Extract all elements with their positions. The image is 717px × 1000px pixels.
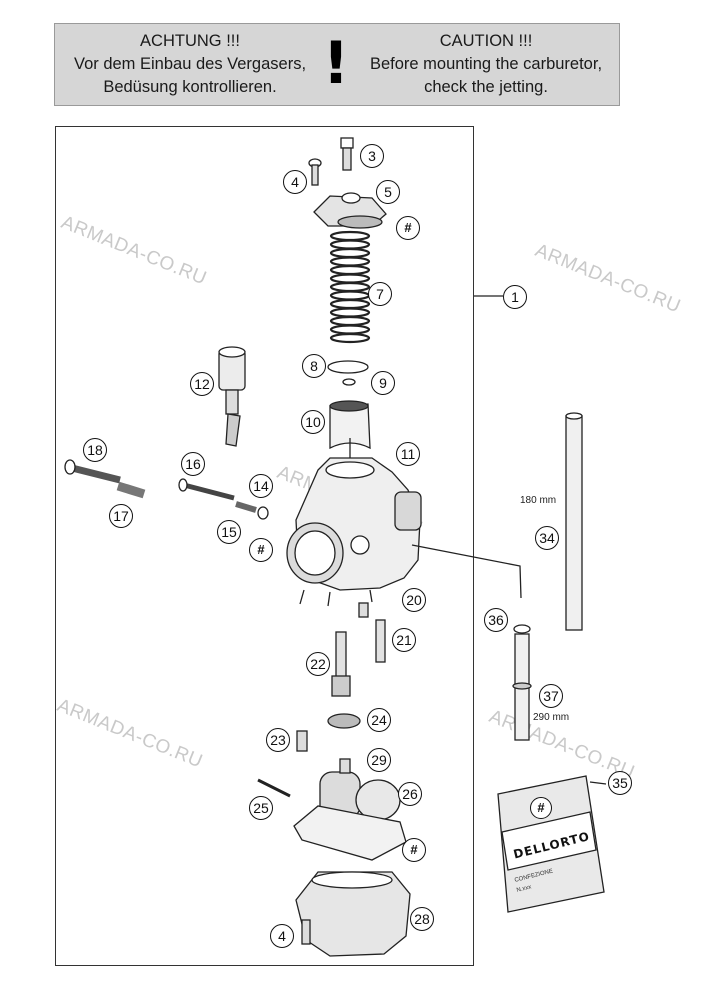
bag-label-part bbox=[501, 811, 597, 871]
hose-connector-line bbox=[411, 544, 522, 599]
warning-english-line2: check the jetting. bbox=[424, 78, 548, 96]
warning-english-title: CAUTION !!! bbox=[439, 32, 533, 50]
callout-15: 15 bbox=[217, 520, 241, 544]
carburetor-body-part bbox=[286, 457, 422, 607]
spring-coil bbox=[329, 247, 371, 259]
warning-banner: ACHTUNG !!! Vor dem Einbau des Vergasers… bbox=[54, 23, 620, 106]
callout-hash: # bbox=[396, 216, 420, 240]
throttle-slide-part bbox=[329, 400, 371, 450]
callout-35: 35 bbox=[608, 771, 632, 795]
callout-5: 5 bbox=[376, 180, 400, 204]
callout-18: 18 bbox=[83, 438, 107, 462]
cap-screw-part bbox=[308, 158, 322, 186]
needle-jet-part bbox=[375, 619, 386, 663]
callout-21: 21 bbox=[392, 628, 416, 652]
exclamation-icon: ! bbox=[322, 29, 350, 97]
callout-28: 28 bbox=[410, 907, 434, 931]
spring-coil bbox=[329, 239, 371, 250]
spring-coil bbox=[329, 264, 371, 276]
spring-coil bbox=[329, 332, 371, 344]
callout-10: 10 bbox=[301, 410, 325, 434]
callout-37: 37 bbox=[539, 684, 563, 708]
o-ring-part bbox=[257, 506, 269, 520]
callout-hash: # bbox=[402, 838, 426, 862]
callout-20: 20 bbox=[402, 588, 426, 612]
leader-line bbox=[589, 781, 607, 785]
callout-hash: # bbox=[249, 538, 273, 562]
callout-9: 9 bbox=[371, 371, 395, 395]
callout-hash: # bbox=[530, 797, 552, 819]
vent-tube-part bbox=[512, 633, 532, 741]
top-screw-part bbox=[340, 137, 354, 171]
spring-seat-part bbox=[327, 360, 369, 374]
jet-holder-part bbox=[358, 602, 369, 618]
spring-coil bbox=[329, 281, 371, 293]
warning-german: ACHTUNG !!! Vor dem Einbau des Vergasers… bbox=[55, 30, 325, 99]
idle-spring-part bbox=[235, 501, 257, 513]
pilot-jet-part bbox=[296, 730, 308, 752]
callout-3: 3 bbox=[360, 144, 384, 168]
warning-english-line1: Before mounting the carburetor, bbox=[369, 55, 603, 73]
float-pin-part bbox=[257, 778, 291, 798]
spring-coil bbox=[329, 290, 371, 301]
callout-8: 8 bbox=[302, 354, 326, 378]
callout-17: 17 bbox=[109, 504, 133, 528]
spring-coil bbox=[329, 324, 371, 335]
callout-4: 4 bbox=[283, 170, 307, 194]
needle-clip-part bbox=[342, 378, 356, 386]
float-needle-part bbox=[339, 758, 351, 774]
idle-screw-part bbox=[178, 478, 235, 501]
float-bowl-part bbox=[295, 871, 411, 957]
choke-plunger-part bbox=[218, 346, 246, 447]
spring-coil bbox=[329, 256, 371, 267]
tube-length-label: 290 mm bbox=[533, 712, 570, 723]
callout-11: 11 bbox=[396, 442, 420, 466]
callout-29: 29 bbox=[367, 748, 391, 772]
spring-coil bbox=[329, 298, 371, 310]
callout-16: 16 bbox=[181, 452, 205, 476]
carb-cap-part bbox=[313, 192, 387, 229]
callout-7: 7 bbox=[368, 282, 392, 306]
slide-spring-part bbox=[329, 230, 371, 344]
atomizer-part bbox=[331, 631, 351, 697]
spring-coil bbox=[329, 315, 371, 327]
callout-24: 24 bbox=[367, 708, 391, 732]
carburetor-assembly-frame bbox=[55, 126, 474, 966]
callout-4: 4 bbox=[270, 924, 294, 948]
spring-coil bbox=[329, 230, 371, 242]
callout-22: 22 bbox=[306, 652, 330, 676]
warning-english: CAUTION !!! Before mounting the carburet… bbox=[351, 30, 621, 99]
fuel-hose-part bbox=[565, 412, 583, 631]
warning-german-title: ACHTUNG !!! bbox=[140, 32, 240, 50]
callout-1: 1 bbox=[503, 285, 527, 309]
hose-length-label: 180 mm bbox=[520, 495, 557, 506]
tube-o-ring-part bbox=[513, 624, 531, 634]
callout-14: 14 bbox=[249, 474, 273, 498]
callout-34: 34 bbox=[535, 526, 559, 550]
callout-36: 36 bbox=[484, 608, 508, 632]
warning-german-line2: Bedüsung kontrollieren. bbox=[103, 78, 277, 96]
washer-part bbox=[327, 713, 361, 729]
spring-coil bbox=[329, 307, 371, 318]
bowl-screw-part bbox=[301, 919, 311, 945]
callout-26: 26 bbox=[398, 782, 422, 806]
callout-12: 12 bbox=[190, 372, 214, 396]
warning-german-line1: Vor dem Einbau des Vergasers, bbox=[73, 55, 307, 73]
callout-23: 23 bbox=[266, 728, 290, 752]
spring-coil bbox=[329, 273, 371, 284]
callout-25: 25 bbox=[249, 796, 273, 820]
air-screw-spring-part bbox=[116, 481, 146, 499]
air-screw-part bbox=[64, 459, 121, 484]
